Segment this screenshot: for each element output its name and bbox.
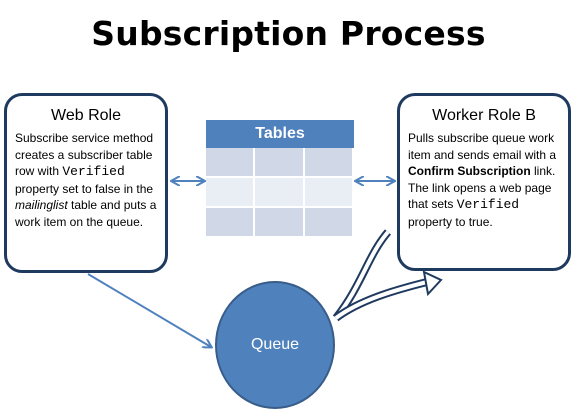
worker-role-description: Pulls subscribe queue work item and send… <box>400 125 568 230</box>
queue-node: Queue <box>215 281 335 409</box>
table-cell <box>304 208 354 238</box>
worker-role-code-verified: Verified <box>456 197 520 212</box>
web-role-title: Web Role <box>51 107 121 124</box>
web-role-mailinglist: mailinglist <box>15 198 68 212</box>
worker-role-confirm-link: Confirm Subscription <box>408 164 531 178</box>
table-cell <box>304 178 354 208</box>
table-cell <box>206 148 256 178</box>
tables-storage: Tables <box>206 120 354 241</box>
table-cell <box>206 178 256 208</box>
table-cell <box>255 178 305 208</box>
tables-header: Tables <box>206 120 354 148</box>
web-role-text-2: property set to false in the <box>15 181 154 196</box>
table-cell <box>206 208 256 238</box>
queue-worker-arrow <box>332 229 443 322</box>
web-role-box: Web Role Subscribe service method create… <box>4 93 168 273</box>
worker-role-box: Worker Role B Pulls subscribe queue work… <box>397 93 571 271</box>
worker-role-text-1: Pulls subscribe queue work item and send… <box>408 131 557 162</box>
web-role-description: Subscribe service method creates a subsc… <box>7 125 165 230</box>
table-cell <box>255 208 305 238</box>
web-role-text-3: table and puts a work item on the queue. <box>15 198 157 229</box>
page-title: Subscription Process <box>91 14 486 53</box>
tables-grid <box>206 148 354 238</box>
worker-role-text-2: link. The link opens a web page that set… <box>408 164 556 211</box>
web-role-code-verified: Verified <box>62 164 125 179</box>
worker-role-title: Worker Role B <box>432 107 536 124</box>
table-cell <box>304 148 354 178</box>
worker-role-text-3: property to true. <box>408 214 493 229</box>
table-cell <box>255 148 305 178</box>
web-role-text-1: Subscribe service method creates a subsc… <box>15 131 154 178</box>
web-queue-arrow <box>87 273 211 347</box>
